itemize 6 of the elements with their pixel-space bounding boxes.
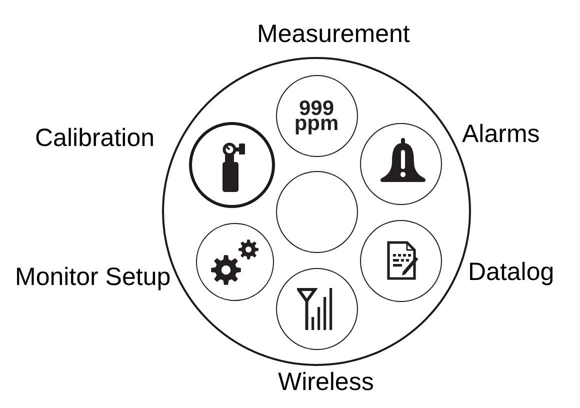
- menu-label: Monitor Setup: [15, 263, 171, 292]
- menu-label: Alarms: [462, 120, 540, 149]
- menu-label: Calibration: [35, 124, 155, 153]
- menu-label: Measurement: [257, 20, 410, 49]
- menu-label: Datalog: [468, 258, 554, 287]
- menu-label: Wireless: [278, 368, 374, 397]
